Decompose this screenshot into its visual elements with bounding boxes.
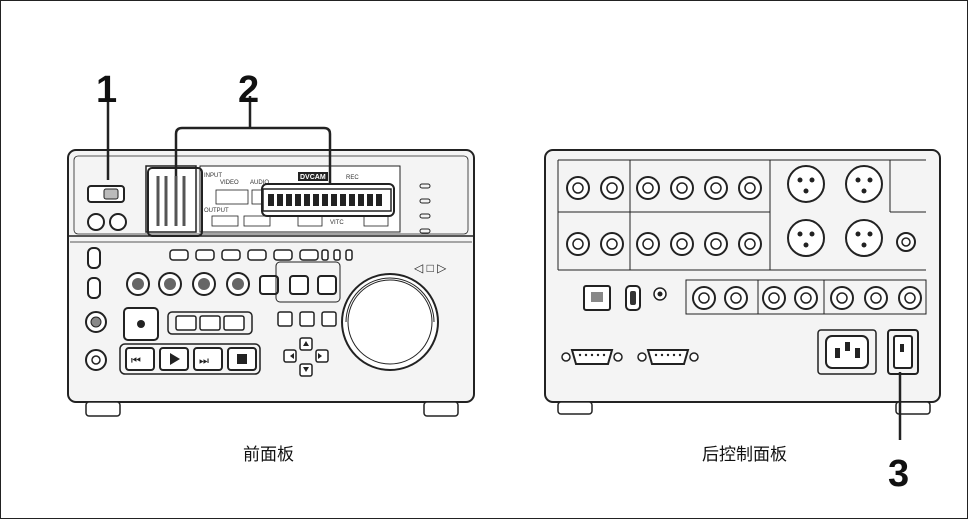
callout-3: 3 [888,453,909,495]
xlr-connector[interactable] [845,219,883,257]
main-power-switch-frame [887,329,919,375]
format-badge [298,172,328,181]
mode-button[interactable] [175,315,197,331]
xlr-connector[interactable] [787,219,825,257]
remote-port-9pin[interactable] [646,349,690,365]
mode-button[interactable] [199,315,221,331]
ac-power-inlet[interactable] [825,335,869,369]
display-vitc-label: VITC [330,220,344,226]
function-button[interactable] [299,249,319,261]
rear-foot-left [557,401,593,415]
fast-forward-icon: ⏭ [199,355,209,367]
function-button[interactable] [221,249,241,261]
function-button[interactable] [345,249,353,261]
display-video-label: VIDEO [220,180,239,186]
input-jack[interactable] [87,277,101,299]
edit-button[interactable] [321,311,337,327]
play-icon [170,353,180,365]
edit-button[interactable] [299,311,315,327]
audio-level-meters [145,165,197,233]
menu-button[interactable] [259,275,279,295]
rewind-icon: ⏮ [131,355,141,367]
rear-foot-right [895,401,931,415]
front-knob-right[interactable] [109,213,127,231]
function-button[interactable] [273,249,293,261]
caption-front-panel: 前面板 [243,445,294,465]
front-panel: INPUT VIDEO AUDIO OUTPUT VITC DVCAM REC [67,149,475,417]
reference-jack[interactable] [896,232,916,252]
display-audio-label: AUDIO [250,180,269,186]
front-knob-left[interactable] [87,213,105,231]
function-button[interactable] [247,249,267,261]
xlr-connector[interactable] [845,165,883,203]
remote-connectors [570,349,690,365]
display-rec-label: REC [346,175,359,181]
stop-icon [237,354,247,364]
edit-button[interactable] [277,311,293,327]
rear-panel [544,149,941,415]
front-foot-right [423,401,459,417]
callout-lines [106,96,395,237]
function-button[interactable] [333,249,341,261]
bnc-connectors-middle [566,232,762,256]
function-button[interactable] [321,249,329,261]
direction-arrows-icon: ◁ □ ▷ [414,261,447,275]
menu-button[interactable] [317,275,337,295]
front-foot-left [85,401,121,417]
xlr-connectors [787,165,883,257]
jog-shuttle-dial[interactable] [341,273,439,371]
menu-button[interactable] [289,275,309,295]
fast-forward-button[interactable] [193,347,223,371]
remote-port-9pin[interactable] [570,349,614,365]
function-buttons [169,249,353,261]
record-icon [137,320,145,328]
callout-2: 2 [238,69,259,111]
caption-rear-panel: 后控制面板 [702,445,787,465]
rewind-button[interactable] [125,347,155,371]
display-output-label: OUTPUT [204,208,229,214]
mode-button[interactable] [223,315,245,331]
xlr-connector[interactable] [787,165,825,203]
format-badge-label: DVCAM [300,174,326,181]
callout-1: 1 [96,69,117,111]
display-input-label: INPUT [204,173,222,179]
function-button[interactable] [195,249,215,261]
function-button[interactable] [169,249,189,261]
phones-jack[interactable] [85,349,107,371]
headphone-jack[interactable] [87,247,101,269]
